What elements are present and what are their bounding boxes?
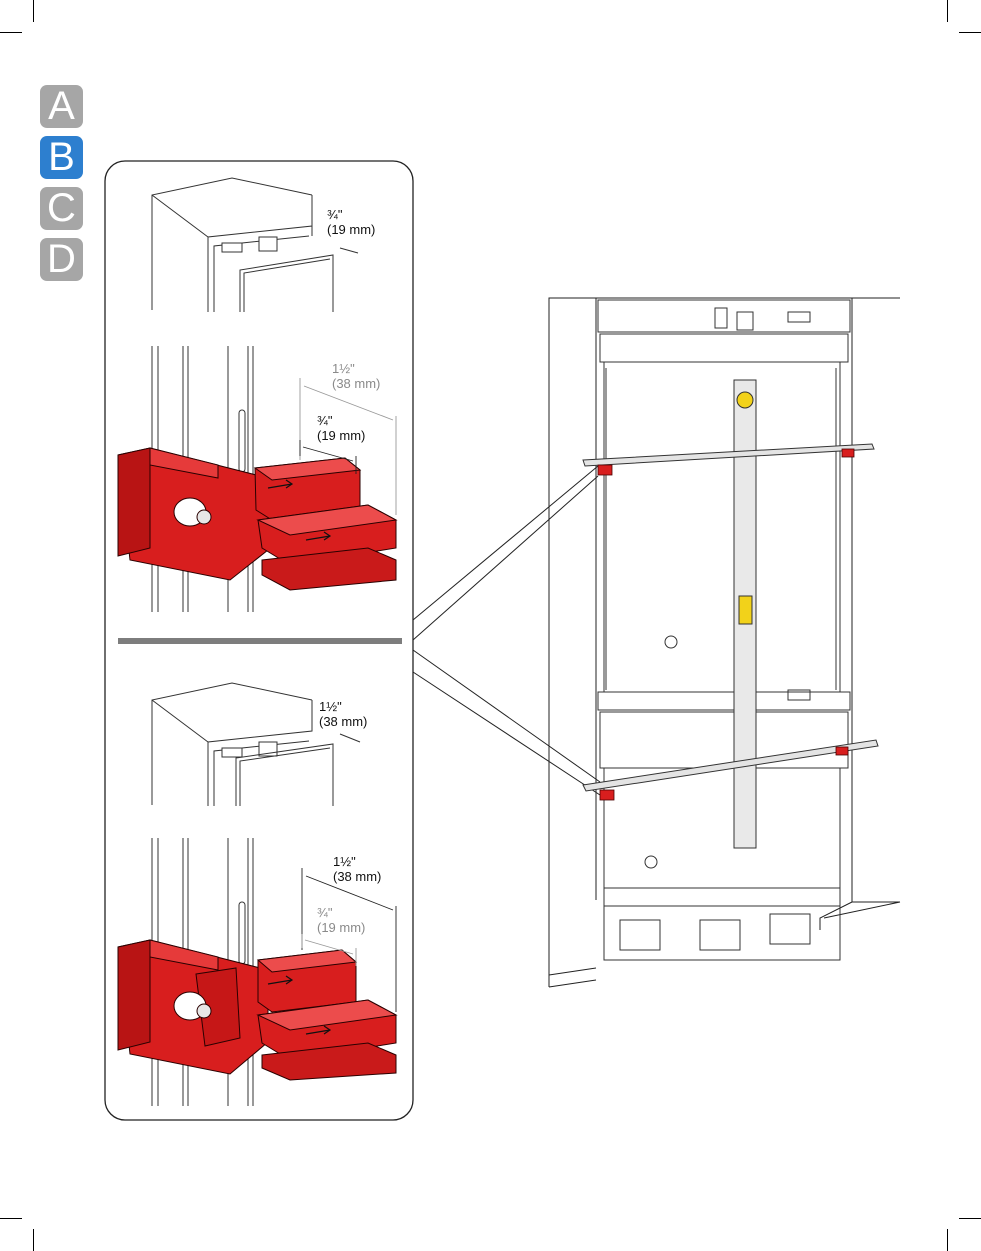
dimension-label: 1½" (38 mm) <box>333 854 382 884</box>
crop-mark <box>947 1229 948 1251</box>
dimension-label: ¾" (19 mm) <box>327 207 376 237</box>
crop-mark <box>959 1218 981 1219</box>
spacer-brackets-installed <box>597 448 855 801</box>
crop-mark <box>33 0 34 22</box>
refrigerator-unit <box>597 299 851 961</box>
section-tab-c[interactable]: C <box>40 187 83 230</box>
dimension-label: 1½" (38 mm) <box>332 361 381 391</box>
dimension-label: ¾" (19 mm) <box>317 413 366 443</box>
bracket-top-arrows <box>267 479 332 541</box>
refrigerator-enclosure <box>548 297 901 988</box>
callout-divider <box>118 638 402 644</box>
callout-leader-lines <box>412 465 601 796</box>
crop-mark <box>947 0 948 22</box>
crop-mark <box>0 1218 22 1219</box>
bracket-bottom <box>117 939 398 1081</box>
level-tool <box>733 379 757 849</box>
crop-mark <box>33 1229 34 1251</box>
horizontal-bars <box>582 443 879 792</box>
section-tab-b[interactable]: B <box>40 136 83 179</box>
section-tab-a[interactable]: A <box>40 85 83 128</box>
callout-panel <box>104 160 414 1121</box>
bracket-top <box>117 447 398 591</box>
dimension-label: 1½" (38 mm) <box>319 699 368 729</box>
crop-mark <box>959 32 981 33</box>
dimension-label: ¾" (19 mm) <box>317 905 366 935</box>
dimension-lines-top <box>299 378 397 515</box>
section-tab-d[interactable]: D <box>40 238 83 281</box>
cabinet-corner-top <box>151 177 359 312</box>
bracket-bottom-arrows <box>267 975 332 1035</box>
cabinet-corner-bottom <box>151 682 361 806</box>
crop-mark <box>0 32 22 33</box>
dimension-lines-bottom <box>301 868 397 1012</box>
